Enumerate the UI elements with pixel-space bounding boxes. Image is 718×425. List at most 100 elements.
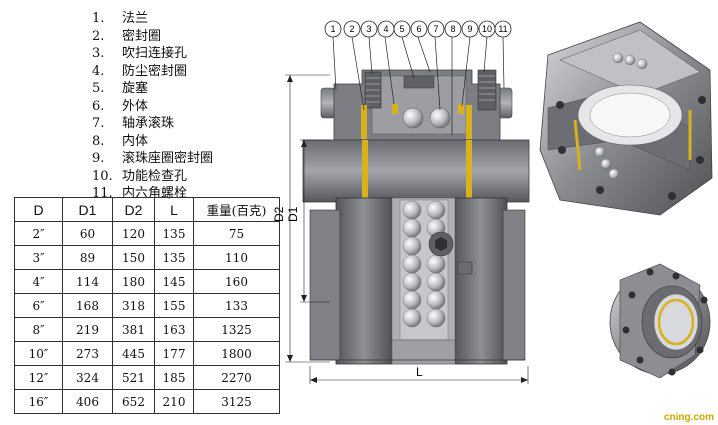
cell-l: 135 [154,245,194,270]
callout-numbers: 1 2 3 4 5 6 7 8 9 10 11 [324,20,512,38]
parts-item-name: 旋塞 [122,81,149,96]
cell-weight: 110 [193,245,280,270]
header-l: L [154,197,194,222]
cell-d: 16″ [14,389,63,414]
cell-d: 8″ [14,317,63,342]
callout-leaders [332,36,505,135]
parts-item: 9. 滚珠座圈密封圈 [92,150,213,168]
parts-item: 4. 防尘密封圈 [92,63,213,81]
callout-2: 2 [349,24,354,34]
parts-item-name: 法兰 [122,11,149,26]
bearing-ball [429,107,451,129]
parts-item: 10.功能检查孔 [92,168,213,186]
flange-left-outer [309,209,341,361]
plug [403,75,435,89]
cell-weight: 3125 [193,389,280,414]
parts-item-name: 防尘密封圈 [122,63,188,79]
cell-d2: 652 [112,389,155,414]
flange-right-outer [502,209,526,361]
parts-item: 1. 法兰 [92,10,213,28]
parts-item: 6. 外体 [92,98,213,116]
parts-item-number: 8. [92,133,105,149]
dim-d2-label: D2 [272,206,286,222]
flange-bolt [320,87,336,119]
flange-right [454,197,508,365]
parts-item-number: 2. [92,28,105,44]
parts-item-name: 吹扫连接孔 [122,46,188,61]
main-body [302,139,530,203]
callout-10: 10 [482,24,492,34]
exterior-3d-view [609,263,711,379]
callout-3: 3 [366,24,371,34]
seal-ring [466,105,472,139]
watermark: cning.com [664,412,714,423]
callout-7: 7 [433,24,438,34]
callout-8: 8 [450,24,455,34]
cell-l: 185 [154,365,194,390]
cell-d2: 318 [112,293,155,318]
cell-l: 145 [154,269,194,294]
parts-item: 3. 吹扫连接孔 [92,45,213,63]
cell-d2: 150 [112,245,155,270]
parts-item-number: 10. [92,168,113,184]
dim-d1-label: D1 [286,206,300,222]
cell-weight: 133 [193,293,280,318]
cell-l: 210 [154,389,194,414]
dim-l-label: L [416,365,423,379]
parts-item-number: 7. [92,116,105,131]
race-seal [458,104,464,114]
parts-item-name: 轴承滚珠 [122,116,175,131]
cell-d2: 521 [112,365,155,390]
cell-weight: 160 [193,269,280,294]
parts-item-name: 内体 [122,133,149,149]
parts-list: 1. 法兰 2. 密封圈 3. 吹扫连接孔 4. 防尘密封圈 5. 旋塞 6. 外体 7. 轴… [92,10,213,203]
parts-item-number: 5. [92,81,105,96]
cell-d1: 406 [62,389,113,414]
parts-item-name: 滚珠座圈密封圈 [122,151,214,166]
dust-seal [392,104,398,114]
cell-d1: 60 [62,221,113,246]
parts-item-number: 6. [92,98,105,114]
parts-item: 8. 内体 [92,133,213,151]
cell-weight: 2270 [193,365,280,390]
seal-ring [361,105,367,139]
parts-item-name: 外体 [122,98,149,114]
cell-d2: 445 [112,341,155,366]
parts-item-number: 3. [92,46,105,61]
callout-11: 11 [498,24,507,34]
header-d1: D1 [62,197,113,222]
callout-5: 5 [399,24,404,34]
spec-table-header-row: D D1 D2 L 重量(百克) [14,197,280,222]
dimension-lines [285,74,529,384]
callout-4: 4 [383,24,388,34]
parts-item-number: 4. [92,63,105,79]
cell-weight: 1800 [193,341,280,366]
cell-d1: 114 [62,269,113,294]
cell-d: 4″ [14,269,63,294]
parts-item-name: 密封圈 [122,28,162,44]
bearing-ball [402,107,424,129]
flange-left [335,197,393,365]
callout-9: 9 [467,24,472,34]
parts-item-number: 9. [92,151,105,166]
cutaway-3d-view [539,21,713,216]
callout-6: 6 [416,24,421,34]
header-d: D [14,197,63,222]
parts-item: 2. 密封圈 [92,28,213,46]
cell-d: 12″ [14,365,63,390]
section-view: D2 D1 L 1 2 3 4 5 6 7 8 9 10 11 [272,20,530,384]
parts-item: 7. 轴承滚珠 [92,115,213,133]
cell-l: 163 [154,317,194,342]
parts-item-number: 1. [92,11,105,26]
cell-d1: 324 [62,365,113,390]
header-weight: 重量(百克) [193,197,280,222]
